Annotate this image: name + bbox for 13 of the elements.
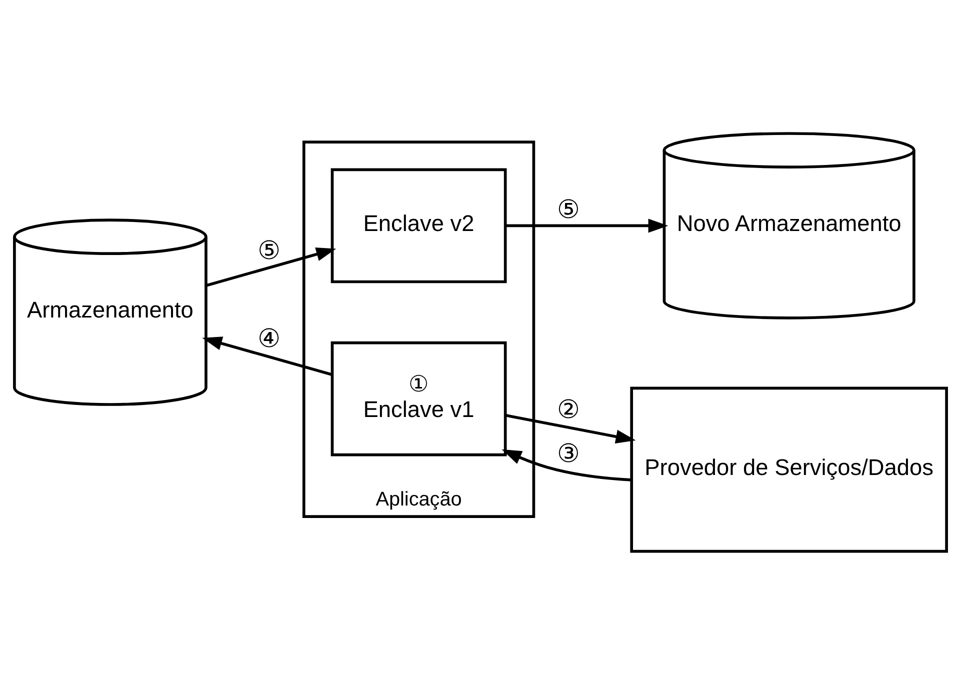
arrow xyxy=(505,414,636,444)
edge-label: ④ xyxy=(258,324,281,354)
arrow xyxy=(202,336,332,376)
node-box: Enclave v2 xyxy=(330,168,507,284)
edge-label: ③ xyxy=(557,438,580,469)
edge-label: ⑤ xyxy=(557,194,580,225)
arrow xyxy=(206,247,336,287)
arrow xyxy=(505,218,668,233)
edge-label: ⑤ xyxy=(258,236,281,266)
node-box: Provedor de Serviços/Dados xyxy=(630,386,948,553)
arrow xyxy=(502,449,632,482)
edge-label: ② xyxy=(557,394,580,425)
node-box: ① Enclave v1 xyxy=(330,341,507,456)
